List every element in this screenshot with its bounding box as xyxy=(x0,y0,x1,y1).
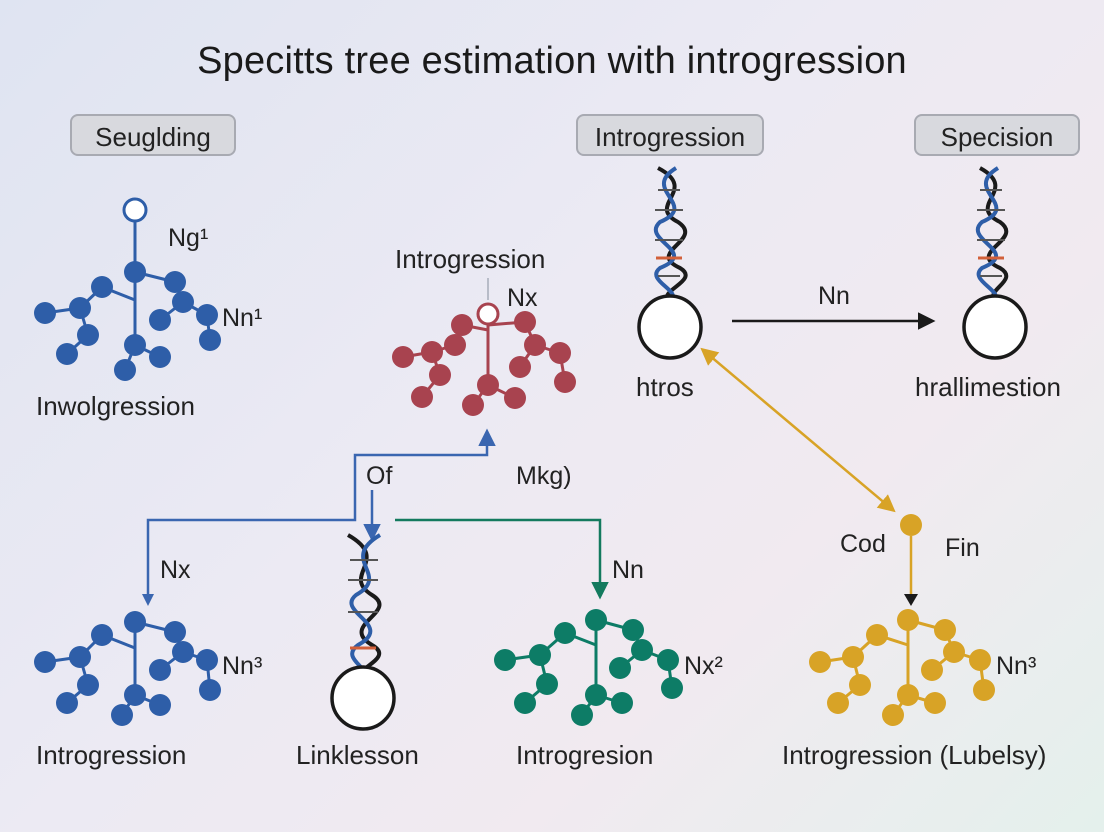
label-nx2: Nx² xyxy=(684,652,723,680)
label-linklesson: Linklesson xyxy=(296,740,419,770)
tree-bottom-left xyxy=(34,611,221,726)
label-of: Of xyxy=(366,462,393,490)
label-nn1: Nn¹ xyxy=(222,304,263,332)
label-nx-center: Nx xyxy=(507,284,538,312)
tag-specision: Specision xyxy=(914,114,1080,156)
tree-top-left xyxy=(34,197,221,381)
label-hrallimestion: hrallimestion xyxy=(915,372,1061,402)
arrow-green-connector xyxy=(395,518,609,600)
label-nn3-left: Nn³ xyxy=(222,652,263,680)
tree-center-red xyxy=(392,278,576,416)
label-introgression-lubelsy: Introgression (Lubelsy) xyxy=(782,740,1047,770)
label-mkg: Mkg) xyxy=(516,462,572,490)
label-ng1: Ng¹ xyxy=(168,224,209,252)
label-nx-bottom-left: Nx xyxy=(160,556,191,584)
gold-junction-node xyxy=(900,514,922,536)
label-nn3-right: Nn³ xyxy=(996,652,1037,680)
label-htros: htros xyxy=(636,372,694,402)
dna-helix-bottom-middle xyxy=(330,533,396,731)
tree-bottom-green xyxy=(494,609,683,726)
tag-introgression: Introgression xyxy=(576,114,764,156)
arrow-blue-connector xyxy=(146,428,496,600)
label-nn-arrow: Nn xyxy=(818,282,850,310)
label-inwolgression: Inwolgression xyxy=(36,391,195,421)
label-introgression-center: Introgression xyxy=(395,244,546,274)
dna-helix-top-right xyxy=(962,166,1028,360)
label-fin: Fin xyxy=(945,534,980,562)
arrow-gold-diagonal xyxy=(700,347,896,513)
tag-seuglding: Seuglding xyxy=(70,114,236,156)
label-nn-green: Nn xyxy=(612,556,644,584)
tree-bottom-gold xyxy=(809,609,995,726)
label-introgression-bottom-left: Introgression xyxy=(36,740,187,770)
label-cod: Cod xyxy=(840,530,886,558)
label-introgresion: Introgresion xyxy=(516,740,654,770)
page-title: Specitts tree estimation with introgress… xyxy=(197,40,907,82)
dna-helix-top-middle xyxy=(637,166,703,360)
